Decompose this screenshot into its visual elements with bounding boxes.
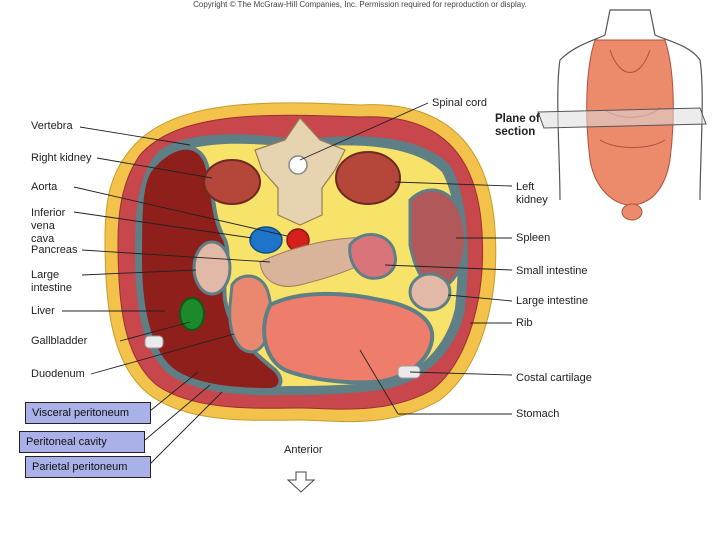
label-anterior: Anterior [284,444,323,456]
label-spinal-cord: Spinal cord [432,97,488,109]
label-parietal-peritoneum: Parietal peritoneum [25,456,151,478]
leader-lines [62,102,513,465]
label-rib: Rib [516,317,533,329]
large-intestine-left-shape [192,240,232,296]
label-large-intestine-left: Large intestine [31,269,72,294]
label-spleen: Spleen [516,232,551,244]
body-silhouette [537,9,707,221]
label-costal-cartilage: Costal cartilage [516,372,592,384]
label-vertebra: Vertebra [31,120,73,132]
copyright-notice: Copyright © The McGraw-Hill Companies, I… [193,0,527,9]
label-plane-of-section: Plane of section [495,113,540,138]
label-gallbladder: Gallbladder [31,335,88,347]
label-liver: Liver [31,305,55,317]
large-intestine-right-shape [408,272,452,312]
inferior-vena-cava-shape [249,226,283,254]
costal-cartilage-left [144,335,164,349]
left-kidney-shape [335,151,401,205]
right-kidney-shape [203,159,261,205]
label-large-intestine-right: Large intestine [516,295,589,307]
small-intestine-shape [348,233,397,280]
gallbladder [179,297,205,331]
label-stomach: Stomach [516,408,560,420]
label-pancreas: Pancreas [31,244,78,256]
label-inferior-vena-cava: Inferior vena cava [31,207,66,245]
label-visceral-peritoneum: Visceral peritoneum [25,402,151,424]
label-aorta: Aorta [31,181,58,193]
label-right-kidney: Right kidney [31,152,92,164]
label-left-kidney: Left kidney [516,181,548,206]
label-peritoneal-cavity: Peritoneal cavity [19,431,145,453]
label-small-intestine: Small intestine [516,265,588,277]
spinal-cord-shape [288,155,308,175]
label-duodenum: Duodenum [31,368,85,380]
anterior-arrow [286,471,316,493]
spleen-shape [408,188,467,290]
